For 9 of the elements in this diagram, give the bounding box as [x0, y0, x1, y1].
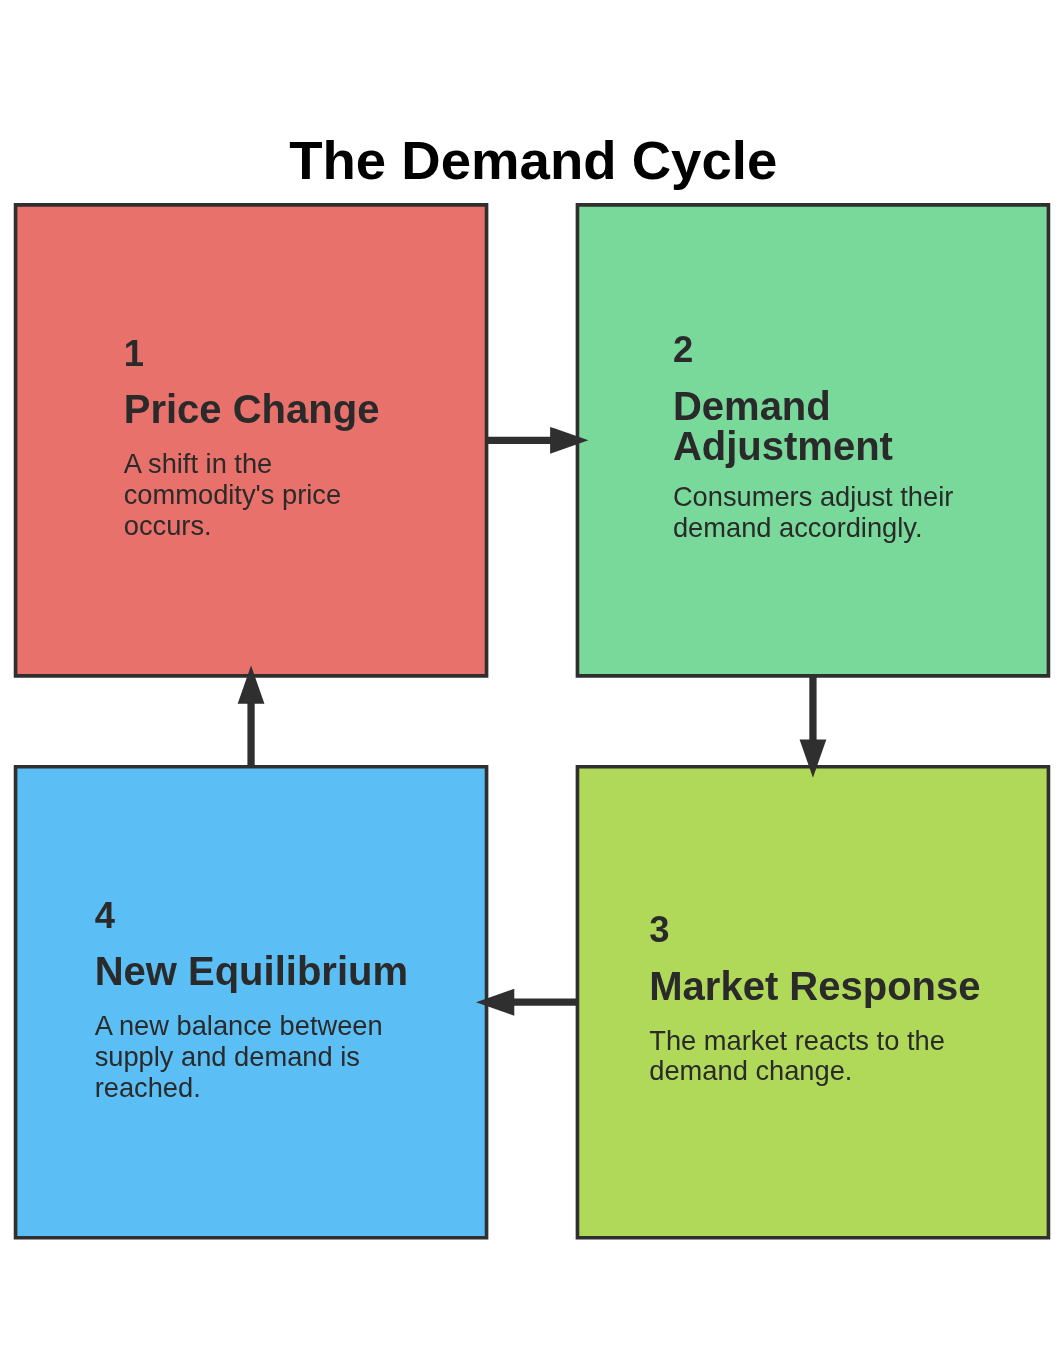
node-box: 2 Demand Adjustment Consumers adjust their demand accordingly. — [575, 203, 1051, 678]
node-box: 3 Market Response The market reacts to the demand change. — [575, 764, 1051, 1240]
node-box: 1 Price Change A shift in the commodity's price occurs. — [13, 203, 489, 678]
arrow — [799, 676, 827, 778]
arrow — [476, 988, 578, 1016]
arrow — [237, 665, 265, 767]
diagram-title: The Demand Cycle — [289, 130, 778, 192]
node-box: 4 New Equilibrium A new balance between supply and demand is reached. — [13, 764, 489, 1240]
arrow — [487, 426, 589, 454]
